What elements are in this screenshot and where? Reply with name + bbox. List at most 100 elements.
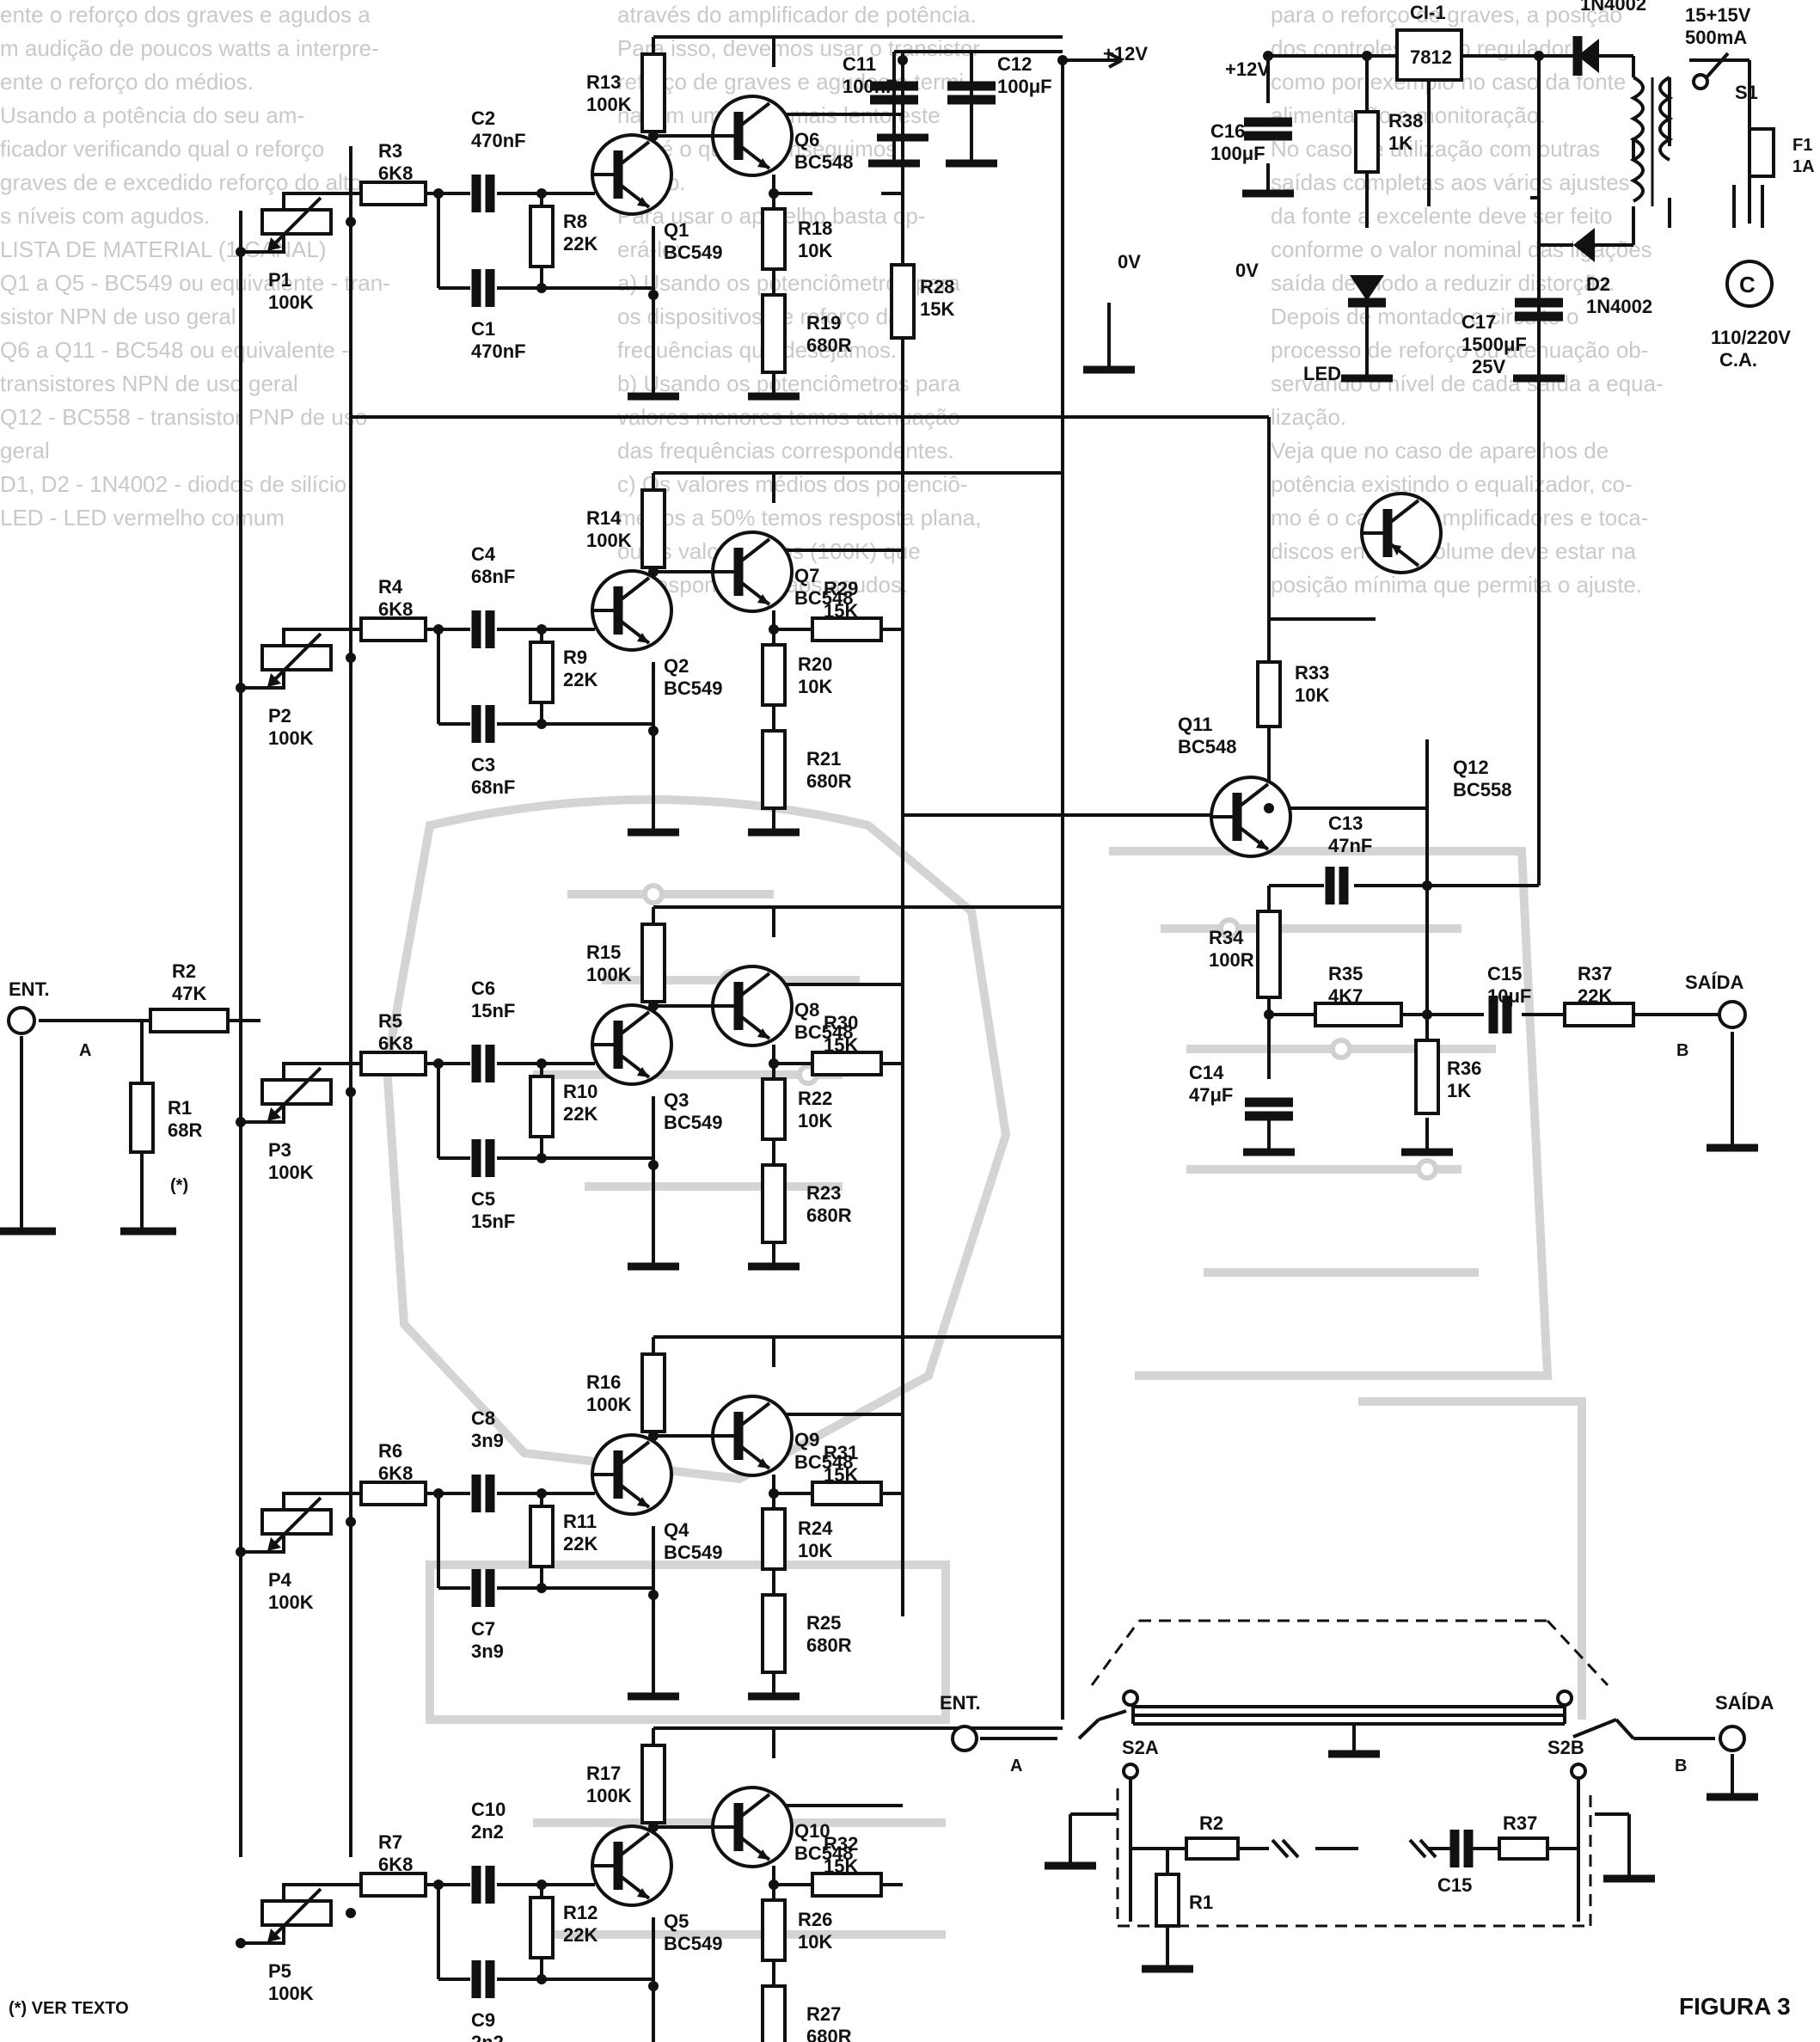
value-r35: 4K7 [1328, 985, 1363, 1007]
emitter-arrow [637, 1497, 649, 1507]
background-line: através do amplificador de potência. [617, 2, 977, 28]
background-line: sistor NPN de uso geral [0, 304, 236, 329]
junction-dot [346, 217, 356, 227]
emitter-arrow [757, 594, 769, 604]
s2-output-jack [1719, 1725, 1746, 1752]
designator-r4: R4 [378, 576, 403, 598]
junction-dot [536, 719, 547, 729]
designator-c15: C15 [1487, 963, 1522, 984]
emitter-arrow [1256, 839, 1268, 849]
transformer-secondary [1658, 76, 1674, 162]
designator-r24: R24 [798, 1518, 833, 1539]
value-r29: 15K [824, 600, 858, 622]
value-c4: 68nF [471, 566, 515, 587]
input-jack [7, 1006, 36, 1035]
value-r36: 1K [1447, 1080, 1471, 1101]
background-line: Q6 a Q11 - BC548 ou equivalente - [0, 337, 349, 363]
designator-p1: P1 [268, 269, 291, 291]
junction-dot [536, 1058, 547, 1069]
junction-dot [433, 1058, 444, 1069]
led-label: LED [1303, 363, 1341, 384]
designator-r22: R22 [798, 1088, 832, 1109]
resistor-r6 [359, 1481, 427, 1506]
designator-p4: P4 [268, 1569, 292, 1591]
diode-d1 [1578, 39, 1599, 73]
potentiometer-arrowhead [267, 237, 281, 251]
value-r22: 10K [798, 1110, 832, 1131]
designator-r25: R25 [806, 1612, 841, 1634]
background-line: erá-lo: [617, 236, 681, 262]
value-r3: 6K8 [378, 163, 413, 184]
emitter-arrow [637, 1888, 649, 1898]
designator-q12: Q12 [1453, 757, 1489, 778]
transistor-q4 [591, 1433, 673, 1516]
collector-lead [737, 972, 771, 999]
resistor-r3 [359, 181, 427, 206]
designator-r6: R6 [378, 1440, 402, 1462]
designator-q6: Q6 [794, 129, 819, 150]
designator-c1: C1 [471, 318, 495, 340]
resistor-r4 [359, 616, 427, 642]
transistor-q12 [1360, 492, 1443, 574]
emitter-arrow [757, 158, 769, 169]
designator-p3: P3 [268, 1139, 291, 1161]
resistor-r17 [640, 1744, 666, 1824]
junction-dot [433, 1488, 444, 1499]
capacitor-c15 [1488, 996, 1512, 1033]
emitter-arrow [757, 1458, 769, 1469]
resistor-r34 [1256, 910, 1282, 999]
designator-c13: C13 [1328, 813, 1363, 834]
resistor-r1 [129, 1082, 155, 1154]
value-r6: 6K8 [378, 1463, 413, 1484]
transformer-current-label: 500mA [1685, 27, 1747, 48]
resistor-r16 [640, 1352, 666, 1433]
junction-dot [898, 55, 908, 65]
capacitor-c9 [471, 1960, 495, 1998]
emitter-arrow [637, 197, 649, 207]
switch-contact [1122, 1763, 1139, 1780]
junction-dot [536, 1583, 547, 1593]
designator-r16: R16 [586, 1371, 621, 1393]
designator-r36: R36 [1447, 1058, 1481, 1079]
resistor-r29 [811, 616, 883, 642]
value-q10: BC548 [794, 1843, 853, 1864]
value-r37: 22K [1578, 985, 1612, 1007]
value-r25: 680R [806, 1634, 852, 1656]
resistor-r19 [761, 293, 787, 374]
value-r13: 100K [586, 94, 632, 115]
resistor-r14 [640, 488, 666, 569]
s2-output-label: SAÍDA [1715, 1692, 1774, 1714]
resistor-r13 [640, 52, 666, 133]
designator-c7: C7 [471, 1618, 495, 1640]
resistor-r25 [761, 1593, 787, 1674]
value-r20: 10K [798, 676, 832, 697]
background-line: saída de modo a reduzir distorção. [1271, 270, 1615, 296]
r1-inset-label: R1 [1189, 1892, 1213, 1913]
f1-value: 1A [1792, 157, 1815, 176]
capacitor-c14 [1245, 1097, 1293, 1121]
background-line: LED - LED vermelho comum [0, 505, 285, 530]
resistor-r27 [761, 1984, 787, 2042]
value-r28: 15K [920, 298, 954, 320]
collector-lead [737, 101, 771, 129]
emitter-arrow [757, 1849, 769, 1860]
collector-lead [616, 1010, 651, 1038]
junction-dot [536, 1153, 547, 1163]
designator-r23: R23 [806, 1182, 841, 1204]
designator-p5: P5 [268, 1960, 291, 1982]
resistor-r7 [359, 1872, 427, 1898]
point-b-label: B [1676, 1041, 1688, 1060]
junction-dot [536, 1974, 547, 1984]
designator-q11: Q11 [1178, 714, 1212, 735]
value-c10: 2n2 [471, 1821, 504, 1843]
designator-r9: R9 [563, 647, 587, 668]
designator-r33: R33 [1295, 662, 1329, 684]
designator-q3: Q3 [664, 1089, 689, 1111]
value-r14: 100K [586, 530, 632, 551]
junction-dot [536, 188, 547, 199]
collector-lead [616, 1831, 651, 1859]
resistor-r33 [1256, 660, 1282, 728]
background-line: geral [0, 438, 50, 463]
